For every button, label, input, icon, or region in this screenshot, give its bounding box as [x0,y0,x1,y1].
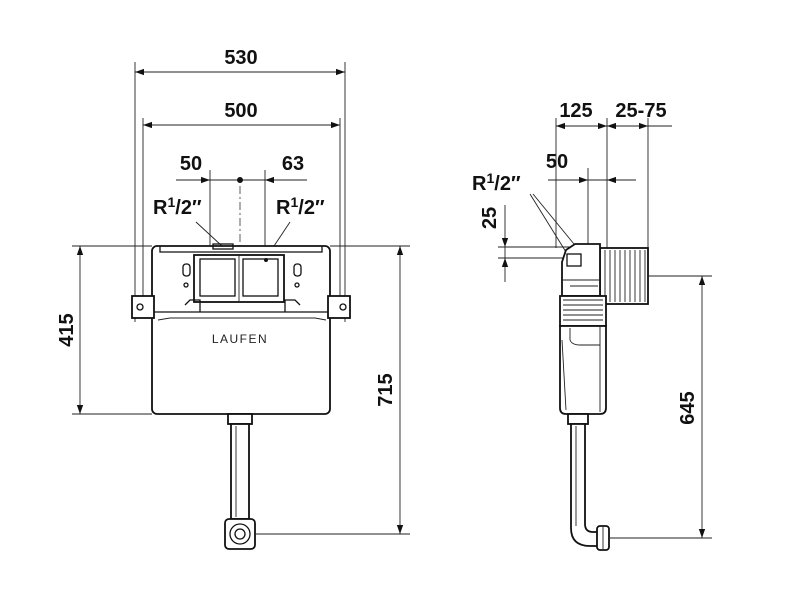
cistern-body: LAUFEN [131,243,351,415]
brand-label: LAUFEN [212,332,268,346]
dim-label-530: 530 [224,47,257,69]
thread-label-right: R1/2″ [276,194,325,219]
side-view: 125 25-75 50 R1/2″ 25 [472,100,712,551]
thread-label-left: R1/2″ [153,194,202,219]
dim-label-63-front: 63 [282,153,304,175]
thread-label-side: R1/2″ [472,170,521,195]
dim-label-50-side: 50 [546,151,568,173]
dim-label-50-front: 50 [180,153,202,175]
dim-label-500: 500 [224,100,257,122]
dim-label-645: 645 [677,391,699,424]
dim-label-125: 125 [559,100,592,122]
dim-label-415: 415 [56,313,78,346]
front-view: 530 500 50 63 R1/2″ R1/2″ [56,47,410,550]
dim-label-715: 715 [375,373,397,406]
flush-pipe [224,413,256,550]
dim-label-25: 25 [479,207,501,229]
dim-label-25-75: 25-75 [615,100,666,122]
cistern-side-profile [559,243,649,551]
